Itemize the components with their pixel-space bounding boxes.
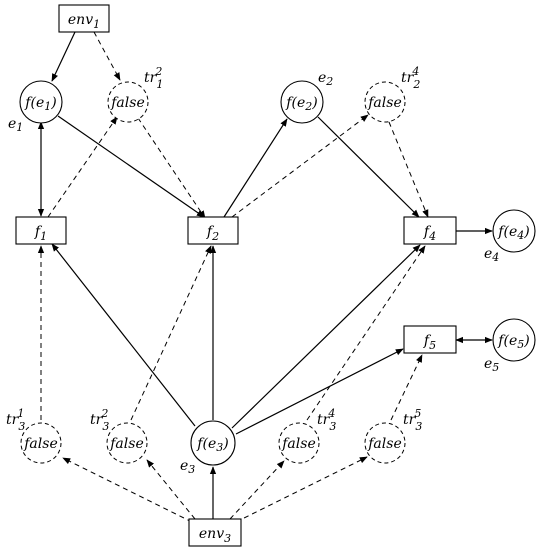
edge-tr34-f4 (306, 245, 426, 421)
svg-text:f(e1): f(e1) (24, 95, 56, 113)
svg-text:f(e5): f(e5) (497, 333, 529, 351)
svg-text:e3: e3 (180, 458, 195, 476)
node-f5: f5 (403, 325, 457, 354)
node-env1: env1 (58, 4, 110, 33)
svg-text:f1: f1 (34, 224, 47, 243)
node-fe3: f(e3) e3 (180, 420, 236, 476)
svg-text:false: false (110, 95, 144, 111)
dashed-edges (37, 31, 429, 523)
svg-text:env1: env1 (68, 12, 100, 31)
edge-fe3-f5 (235, 348, 404, 435)
node-env3: env3 (188, 518, 242, 547)
node-fe2: f(e2) e2 (280, 70, 333, 124)
svg-text:false: false (367, 436, 401, 452)
svg-text:e2: e2 (318, 70, 333, 88)
edge-env3-tr34 (229, 460, 285, 520)
svg-text:f2: f2 (206, 224, 219, 243)
svg-text:env3: env3 (199, 526, 231, 545)
svg-text:false: false (367, 95, 401, 111)
svg-text:false: false (281, 436, 315, 452)
svg-text:false: false (109, 436, 143, 452)
solid-edges (37, 31, 493, 519)
edge-env3-tr31 (62, 457, 193, 523)
edge-tr24-f4 (388, 121, 429, 218)
edge-f2-fe2 (223, 118, 288, 218)
edge-env1-tr12 (93, 31, 121, 81)
node-fe1: f(e1) e1 (8, 80, 63, 134)
edge-fe3-f1 (51, 243, 196, 427)
edge-env1-fe1 (51, 31, 76, 82)
edge-tr35-f5 (390, 354, 423, 421)
node-fe5: f(e5) e5 (484, 318, 536, 374)
edge-fe2-f4 (317, 116, 420, 218)
node-f2: f2 (187, 216, 239, 245)
svg-text:e4: e4 (484, 246, 499, 264)
svg-text:f5: f5 (423, 333, 436, 352)
svg-text:e1: e1 (8, 116, 23, 134)
edge-f2-tr24 (231, 114, 369, 218)
edge-env3-tr35 (235, 456, 368, 523)
svg-text:f(e4): f(e4) (497, 224, 529, 242)
edge-f1-tr12 (47, 116, 118, 218)
svg-text:false: false (23, 436, 57, 452)
edge-fe3-f4 (231, 244, 421, 429)
edge-tr32-f2 (130, 245, 212, 421)
svg-text:e5: e5 (484, 356, 499, 374)
node-f4: f4 (403, 216, 457, 245)
node-f1: f1 (15, 216, 67, 245)
svg-text:f(e2): f(e2) (285, 95, 317, 113)
edge-tr12-f2 (137, 117, 206, 219)
edge-fe1-f2 (57, 115, 205, 218)
svg-text:f4: f4 (423, 224, 436, 243)
svg-text:f(e3): f(e3) (196, 436, 228, 454)
edge-env3-tr32 (146, 459, 196, 520)
node-fe4: f(e4) e4 (484, 209, 536, 264)
